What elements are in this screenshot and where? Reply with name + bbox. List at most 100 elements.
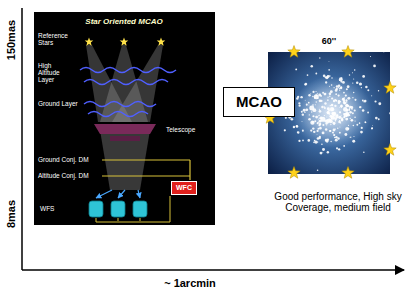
field-star [331, 77, 332, 78]
field-star [359, 82, 362, 85]
field-star [332, 122, 335, 125]
field-star [314, 94, 319, 99]
field-star [378, 118, 380, 120]
field-star [297, 131, 299, 133]
field-star [339, 77, 343, 81]
panel-background [34, 12, 215, 225]
field-star [314, 140, 316, 142]
field-star [340, 86, 342, 88]
field-star [337, 137, 339, 139]
field-star [324, 107, 326, 109]
field-star [330, 124, 331, 125]
field-star [338, 148, 340, 150]
field-star [359, 107, 360, 108]
telescope [94, 124, 156, 141]
field-star [330, 90, 333, 93]
field-star [350, 118, 351, 119]
field-star [365, 86, 368, 89]
field-star [339, 126, 341, 128]
field-star [322, 131, 325, 134]
field-star [345, 105, 348, 108]
field-star [363, 101, 364, 102]
field-star [342, 81, 345, 84]
schematic-label: Telescope [166, 126, 195, 133]
field-star [308, 118, 311, 121]
field-star [361, 87, 362, 88]
field-star [332, 132, 334, 134]
field-star [339, 111, 341, 113]
field-star [341, 117, 343, 119]
field-star [327, 97, 328, 98]
mcao-schematic [34, 12, 215, 225]
field-star [352, 140, 355, 143]
field-star [341, 77, 342, 78]
field-star [306, 104, 308, 106]
x-axis [22, 269, 404, 271]
field-star [319, 110, 322, 113]
field-star [354, 99, 356, 101]
field-star [343, 107, 348, 112]
field-star [356, 124, 358, 126]
field-star [319, 136, 321, 138]
telescope-secondary [110, 136, 140, 141]
field-star [302, 140, 304, 142]
reference-star [85, 38, 94, 46]
field-star [330, 107, 334, 111]
field-star [363, 151, 365, 153]
field-star [319, 114, 321, 116]
field-star [323, 75, 326, 78]
field-star [319, 57, 320, 58]
schematic-label: Ground Conj. DM [38, 156, 89, 163]
field-star [374, 100, 376, 102]
telescope-mirror [94, 124, 156, 134]
field-star [340, 114, 342, 116]
field-star [322, 92, 324, 94]
field-star [343, 145, 345, 147]
field-star [285, 117, 287, 119]
field-star [317, 122, 319, 124]
field-star [375, 117, 378, 120]
y-axis [21, 8, 23, 270]
field-star [364, 100, 367, 103]
field-star [351, 119, 354, 122]
field-star [317, 118, 319, 120]
field-star [340, 105, 342, 107]
field-star [345, 95, 347, 97]
field-star [334, 105, 336, 107]
field-star [365, 122, 366, 123]
field-star [317, 130, 319, 132]
field-star [343, 92, 345, 94]
field-star [298, 105, 300, 107]
field-star [328, 60, 330, 62]
field-star [340, 87, 343, 90]
field-star [378, 102, 381, 105]
reference-star [120, 38, 129, 46]
field-star [296, 125, 298, 127]
axis-label: 150mas [5, 20, 17, 60]
field-star [312, 96, 314, 98]
field-star [309, 114, 310, 115]
field-star [330, 105, 331, 106]
schematic-label: WFS [40, 205, 54, 212]
wfs-units [89, 201, 147, 217]
schematic-label: Ground Layer [38, 100, 78, 107]
field-star [317, 137, 320, 140]
field-star [284, 129, 286, 131]
field-star [349, 115, 350, 116]
field-star [340, 116, 342, 118]
box-text: WFC [176, 184, 192, 192]
field-star [347, 97, 350, 100]
axes [22, 8, 404, 270]
field-star [341, 106, 342, 107]
field-star [371, 95, 372, 96]
field-star [353, 92, 354, 93]
field-star [336, 100, 338, 102]
field-star [315, 104, 316, 105]
field-star [327, 107, 330, 110]
field-star [340, 122, 341, 123]
field-star [345, 118, 348, 121]
field-star [319, 123, 321, 125]
field-star [315, 116, 318, 119]
deformable-mirrors [102, 160, 190, 180]
